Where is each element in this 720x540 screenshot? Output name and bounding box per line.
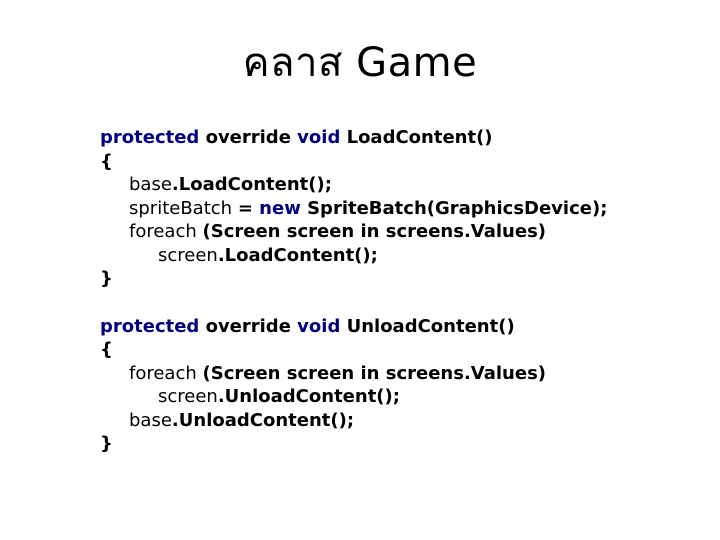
code-line: foreach (Screen screen in screens.Values… [100,220,710,244]
code-line: { [100,150,710,174]
code-text: } [100,268,113,289]
code-line: base.UnloadContent(); [100,409,710,433]
code-text: = [237,197,260,219]
code-keyword: void [297,127,347,148]
code-line: { [100,338,710,362]
code-line: base.LoadContent(); [100,173,710,197]
code-block-load-content-method: protected override void LoadContent(){ba… [100,126,710,291]
code-text: LoadContent() [346,127,493,148]
code-text: foreach [129,221,203,242]
code-line: foreach (Screen screen in screens.Values… [100,362,710,386]
code-line: } [100,432,710,456]
code-keyword: new [259,197,308,219]
code-text: base [129,409,172,431]
code-text: foreach [129,362,203,384]
code-text: base [129,174,172,195]
code-text: .UnloadContent(); [171,409,355,431]
code-text: SpriteBatch(GraphicsDevice); [307,197,608,219]
code-text: .LoadContent(); [171,174,332,195]
code-text: .UnloadContent(); [217,386,400,407]
code-text: override [205,315,298,337]
code-keyword: protected [100,127,206,148]
code-line: screen.LoadContent(); [100,244,710,268]
code-keyword: protected [100,315,206,337]
code-text: { [100,150,113,172]
code-line: spriteBatch = new SpriteBatch(GraphicsDe… [100,197,710,221]
code-text: } [100,433,113,454]
code-text: (Screen screen in screens.Values) [202,362,547,384]
code-text: screen [158,244,218,266]
code-text: override [205,127,298,148]
code-text: screen [158,386,218,407]
code-area: protected override void LoadContent(){ba… [100,126,710,480]
code-keyword: void [297,315,347,337]
code-block-unload-content-method: protected override void UnloadContent(){… [100,315,710,456]
code-text: { [100,339,113,360]
code-text: (Screen screen in screens.Values) [202,221,547,242]
code-text: .LoadContent(); [217,244,378,266]
code-line: } [100,267,710,291]
code-line: protected override void LoadContent() [100,126,710,150]
code-line: protected override void UnloadContent() [100,315,710,339]
slide-title: คลาส Game [242,40,478,86]
code-text: UnloadContent() [346,315,515,337]
code-text: spriteBatch [129,197,238,219]
code-line: screen.UnloadContent(); [100,385,710,409]
